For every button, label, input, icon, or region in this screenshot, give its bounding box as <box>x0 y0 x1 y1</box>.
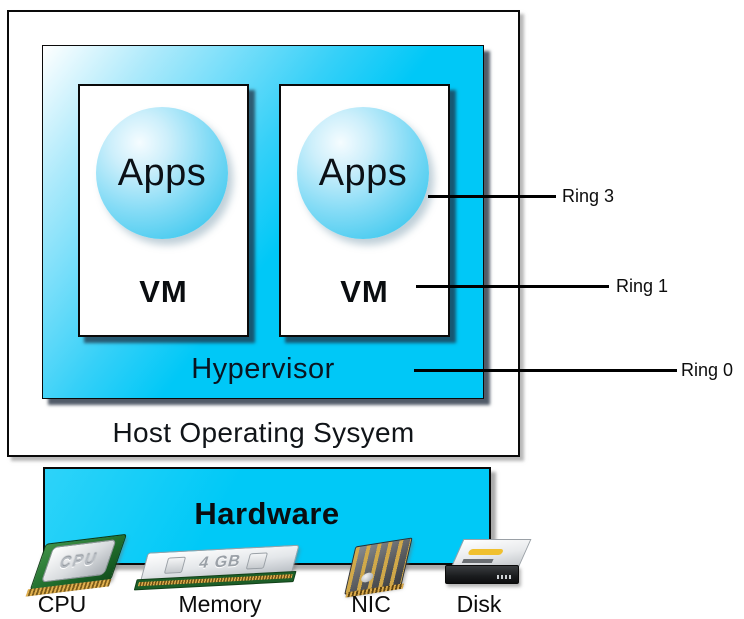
ring-3-label: Ring 3 <box>562 186 615 206</box>
disk-icon <box>443 539 532 593</box>
cpu-icon-art: CPU <box>25 533 133 598</box>
cpu-chip-text: CPU <box>56 549 101 573</box>
hardware-label: Hardware <box>194 496 340 531</box>
vm-label-2: VM <box>340 274 389 309</box>
apps-circle-2: Apps <box>297 107 429 239</box>
disk-label: Disk <box>456 591 502 617</box>
disk-top-face <box>451 539 532 567</box>
apps-circle-1: Apps <box>96 107 228 239</box>
memory-label: Memory <box>178 591 262 617</box>
vm-box-1: Apps VM <box>78 84 249 337</box>
nic-icon-art <box>343 536 418 599</box>
ring-0-label: Ring 0 <box>681 360 734 380</box>
memory-chip-text: 4 GB <box>197 552 243 573</box>
disk-front-face <box>445 565 519 584</box>
disk-label-band <box>461 559 494 563</box>
memory-icon-art: 4 GB <box>132 544 303 595</box>
apps-label-2: Apps <box>318 151 408 194</box>
nic-icon <box>341 537 413 598</box>
cpu-icon: CPU <box>25 533 128 597</box>
nic-label: NIC <box>351 591 391 617</box>
vm-label-1: VM <box>139 274 188 309</box>
ring-0-line <box>414 369 677 372</box>
apps-label-1: Apps <box>117 151 207 194</box>
disk-yellow-stripe <box>467 549 505 555</box>
host-os-label: Host Operating Sysyem <box>112 417 415 448</box>
hypervisor-label: Hypervisor <box>191 353 335 385</box>
disk-connector-dots <box>497 575 513 579</box>
vm-box-2: Apps VM <box>279 84 450 337</box>
cpu-label: CPU <box>37 591 87 617</box>
ring-3-line <box>428 195 556 198</box>
memory-icon: 4 GB <box>133 544 300 591</box>
ring-1-label: Ring 1 <box>616 276 669 296</box>
ring-1-line <box>416 285 609 288</box>
